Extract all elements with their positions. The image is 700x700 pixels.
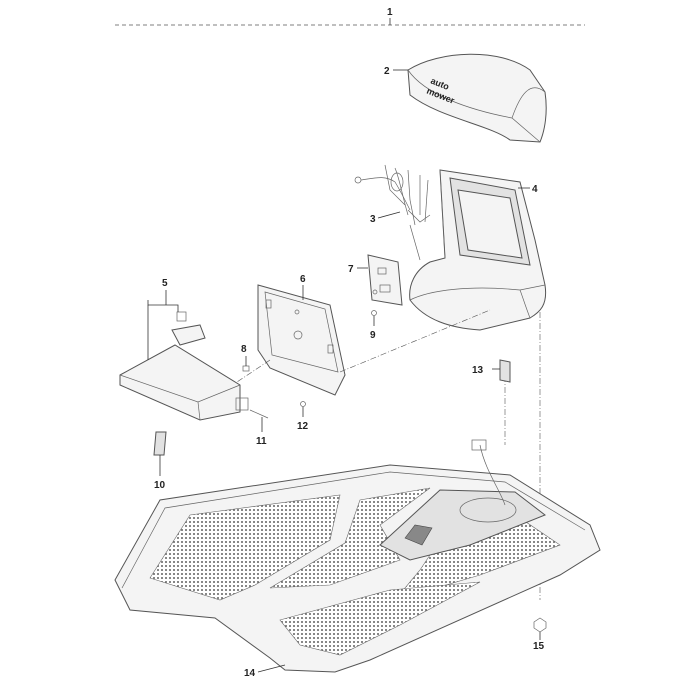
back-plate (257, 284, 346, 396)
top-cover (407, 53, 547, 143)
callout-15: 15 (533, 641, 545, 652)
callout-10: 10 (154, 480, 166, 491)
base-plate (114, 439, 601, 673)
callout-9: 9 (370, 330, 376, 341)
callout-2: 2 (384, 66, 390, 77)
callout-5: 5 (162, 278, 168, 289)
strap-10 (153, 431, 167, 476)
screw-8 (242, 365, 250, 372)
circuit-board (367, 254, 403, 306)
assembly-bracket (115, 18, 585, 26)
callout-6: 6 (300, 274, 306, 285)
screw-12 (300, 401, 306, 417)
callout-8: 8 (241, 344, 247, 355)
connector-13 (492, 359, 511, 383)
callout-1: 1 (387, 7, 393, 18)
callout-7: 7 (348, 264, 354, 275)
screw-9 (371, 310, 377, 326)
callout-14: 14 (244, 668, 256, 679)
pin-11 (235, 397, 269, 432)
nut-15 (533, 617, 547, 640)
handle-bracket (119, 311, 241, 421)
callout-12: 12 (297, 421, 309, 432)
chassis-body (409, 169, 547, 331)
wiring-harness (354, 164, 431, 261)
callout-11: 11 (256, 436, 267, 447)
callout-4: 4 (532, 184, 538, 195)
callout-13: 13 (472, 365, 484, 376)
callout-3: 3 (370, 214, 376, 225)
